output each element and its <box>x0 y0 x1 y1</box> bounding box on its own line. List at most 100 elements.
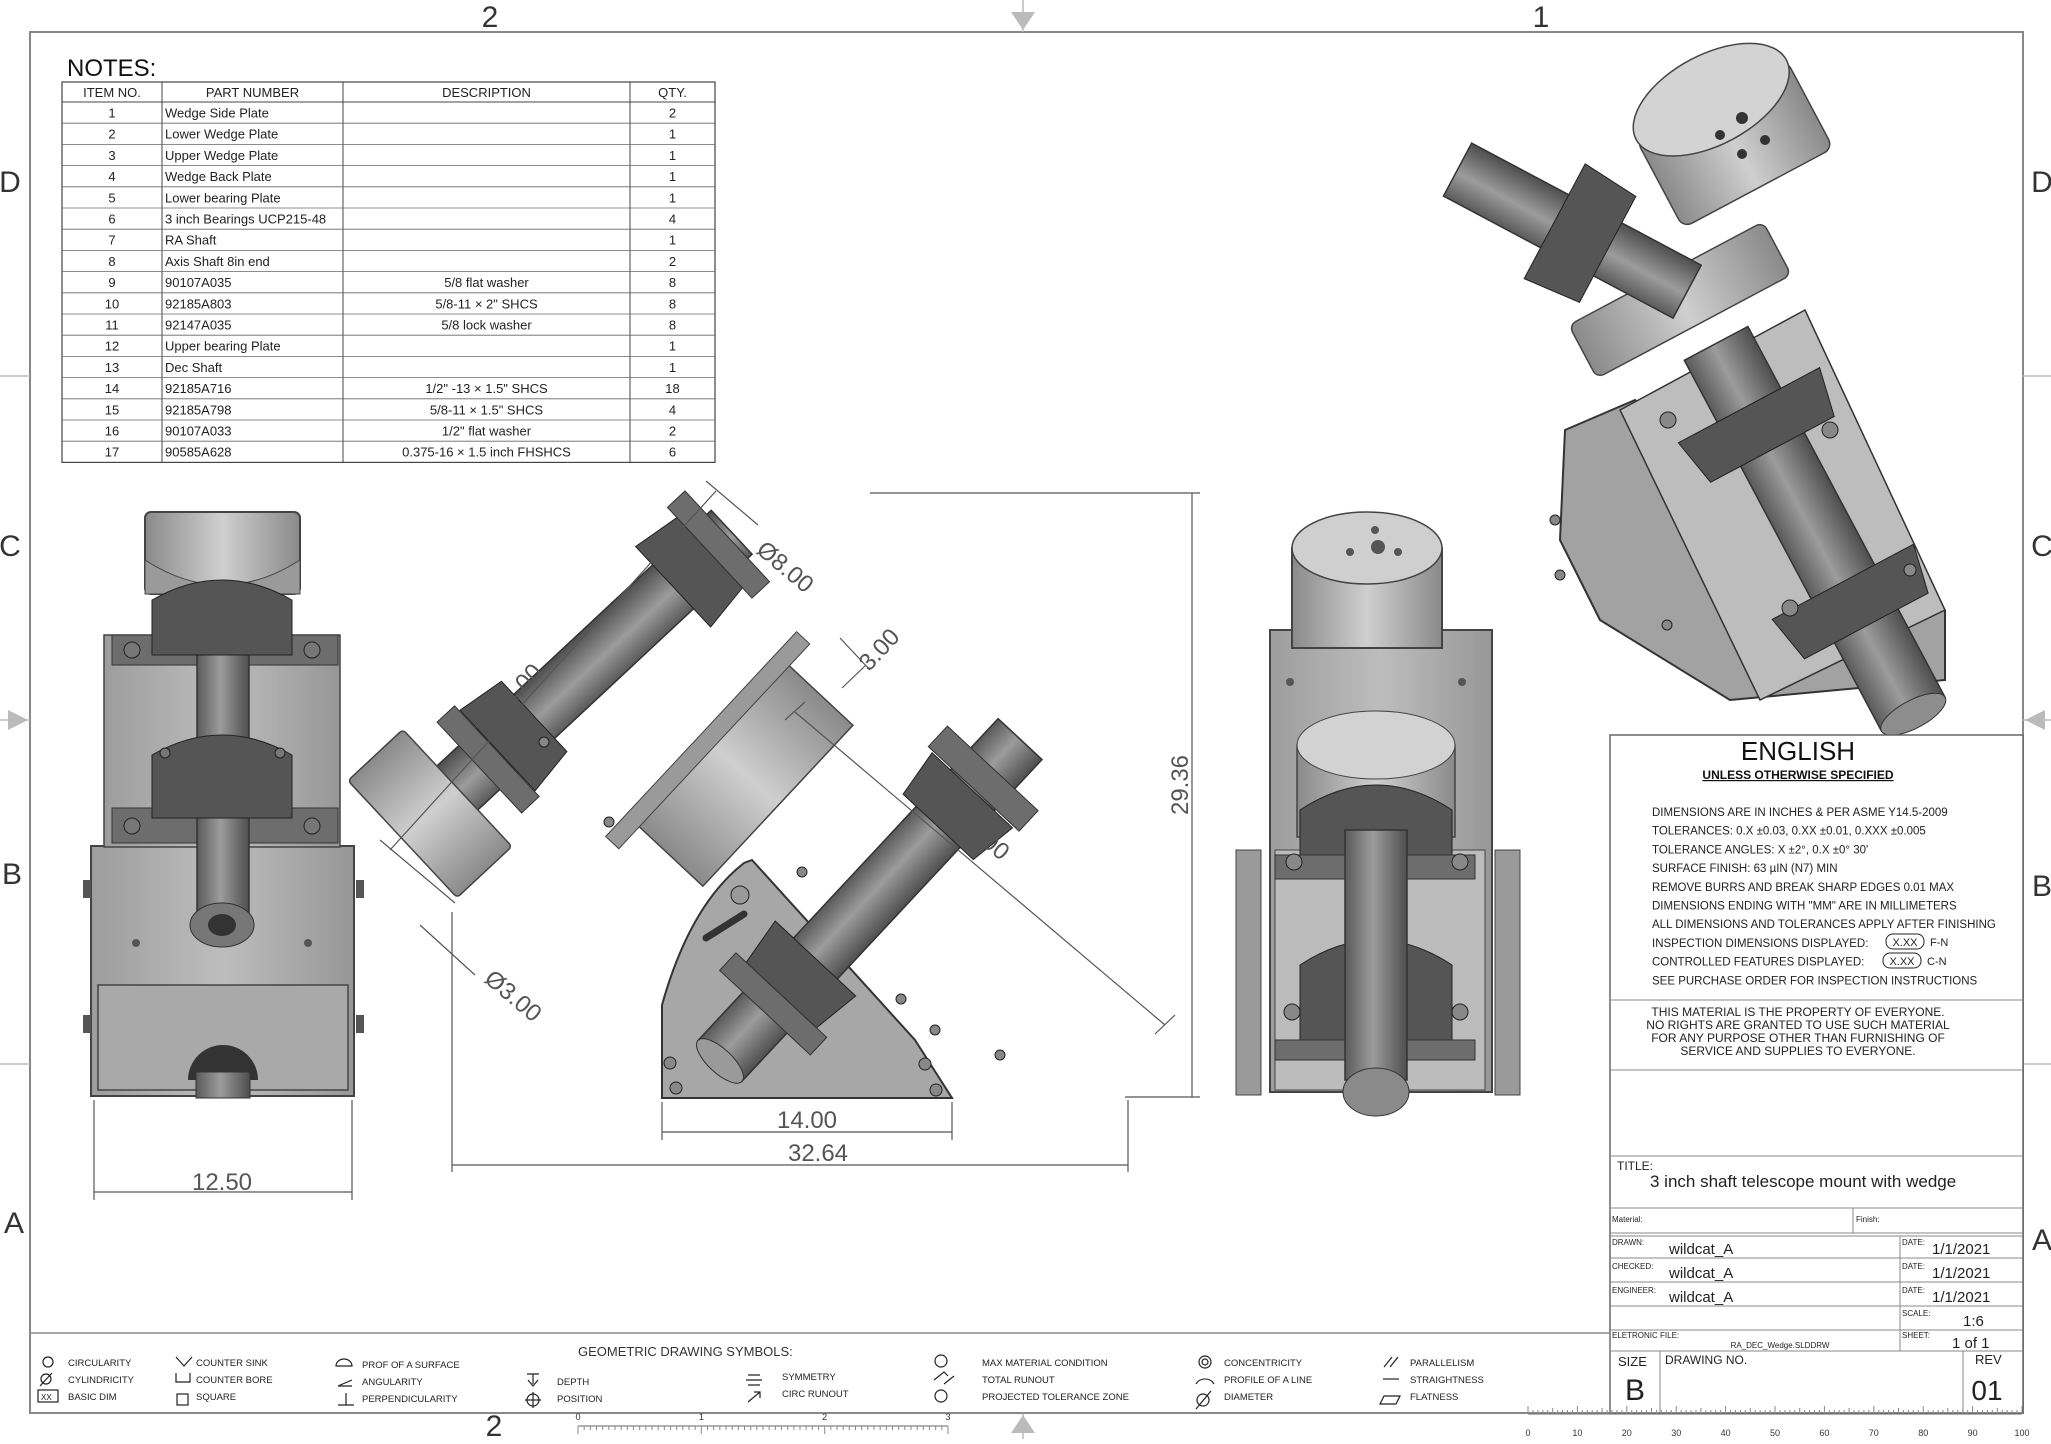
bom-qty: 8 <box>669 275 676 290</box>
dim-dia-3-00: Ø3.00 <box>479 965 546 1028</box>
bom-part-number: Wedge Side Plate <box>165 106 269 121</box>
inspection-badge-text: X.XX <box>1892 937 1918 949</box>
bom-item-no: 7 <box>108 233 115 248</box>
drawn-by: wildcat_A <box>1668 1241 1733 1258</box>
symbol-label: STRAIGHTNESS <box>1410 1375 1484 1386</box>
unless-label: UNLESS OTHERWISE SPECIFIED <box>1702 768 1893 782</box>
zone-left-c: C <box>0 530 21 563</box>
isometric-view <box>1442 42 1947 736</box>
bom-part-number: Axis Shaft 8in end <box>165 254 270 269</box>
bom-qty: 1 <box>669 339 676 354</box>
spec-line: SURFACE FINISH: 63 µIN (N7) MIN <box>1652 863 1838 875</box>
bom-part-number: 90107A033 <box>165 424 232 439</box>
spec-line: REMOVE BURRS AND BREAK SHARP EDGES 0.01 … <box>1652 882 1954 894</box>
spec-line: SEE PURCHASE ORDER FOR INSPECTION INSTRU… <box>1652 975 1978 987</box>
sheet-label: SHEET: <box>1902 1331 1930 1340</box>
controlled-badge: X.XX C-N <box>1882 952 1947 969</box>
bom-part-number: Upper bearing Plate <box>165 339 281 354</box>
bom-qty: 1 <box>669 233 676 248</box>
bom-item-no: 15 <box>105 402 119 417</box>
bom-part-number: 92185A803 <box>165 296 232 311</box>
bom-part-number: 92147A035 <box>165 318 232 333</box>
checked-by: wildcat_A <box>1668 1265 1733 1282</box>
zone-right-c: C <box>2031 530 2051 563</box>
dim-3-00-length: 3.00 <box>854 624 906 677</box>
front-view <box>83 511 364 1099</box>
file-label: ELETRONIC FILE: <box>1612 1331 1679 1340</box>
symbol-label: CIRCULARITY <box>68 1358 132 1369</box>
bom-qty: 1 <box>669 190 676 205</box>
back-view <box>1235 511 1521 1117</box>
basic-dim-box: XX <box>41 1393 52 1402</box>
inspection-badge: X.XX F-N <box>1885 933 1948 950</box>
symbol-label: ANGULARITY <box>362 1377 423 1388</box>
title-label: TITLE: <box>1617 1159 1653 1173</box>
bom-item-no: 11 <box>105 318 119 333</box>
scale-large-label: 60 <box>1819 1428 1829 1438</box>
bom-qty: 8 <box>669 296 676 311</box>
scale-large-label: 0 <box>1525 1428 1530 1438</box>
bom-description: 5/8 flat washer <box>444 275 529 290</box>
symbol-label: SYMMETRY <box>782 1372 836 1383</box>
spec-line: TOLERANCES: 0.X ±0.03, 0.XX ±0.01, 0.XXX… <box>1652 826 1926 838</box>
zone-right-a: A <box>2032 1224 2051 1257</box>
spec-line: ALL DIMENSIONS AND TOLERANCES APPLY AFTE… <box>1652 919 1996 931</box>
file-name: RA_DEC_Wedge.SLDDRW <box>1731 1341 1830 1350</box>
scale-small-label: 0 <box>575 1412 580 1422</box>
bom-item-no: 3 <box>108 148 115 163</box>
standard-label: ENGLISH <box>1741 736 1855 766</box>
rev-value: 01 <box>1971 1375 2002 1406</box>
bom-qty: 4 <box>669 402 676 417</box>
controlled-badge-text: X.XX <box>1889 956 1915 968</box>
bom-item-no: 16 <box>105 424 119 439</box>
property-line: FOR ANY PURPOSE OTHER THAN FURNISHING OF <box>1651 1031 1945 1045</box>
dim-29-36: 29.36 <box>1167 755 1194 815</box>
bom-part-number: Dec Shaft <box>165 360 222 375</box>
zone-right-b: B <box>2032 870 2051 903</box>
scale-large-label: 90 <box>1968 1428 1978 1438</box>
bom-part-number: 92185A716 <box>165 381 232 396</box>
zone-bottom-2: 2 <box>486 1410 503 1439</box>
bom-header: ITEM NO. <box>83 85 141 100</box>
bom-item-no: 8 <box>108 254 115 269</box>
bom-part-number: Upper Wedge Plate <box>165 148 278 163</box>
bom-qty: 6 <box>669 445 676 460</box>
symbol-label: PROJECTED TOLERANCE ZONE <box>982 1392 1129 1403</box>
bom-part-number: 92185A798 <box>165 402 232 417</box>
bom-item-no: 2 <box>108 127 115 142</box>
property-line: THIS MATERIAL IS THE PROPERTY OF EVERYON… <box>1651 1005 1944 1019</box>
engineer-name: wildcat_A <box>1668 1289 1733 1306</box>
symbol-label: BASIC DIM <box>68 1392 117 1403</box>
symbol-label: CIRC RUNOUT <box>782 1389 849 1400</box>
bom-qty: 2 <box>669 254 676 269</box>
symbol-label: COUNTER SINK <box>196 1358 268 1369</box>
scale-large-label: 70 <box>1869 1428 1879 1438</box>
zone-top-1: 1 <box>1533 1 1550 34</box>
scale-small-label: 2 <box>822 1412 827 1422</box>
bom-item-no: 6 <box>108 212 115 227</box>
spec-line: TOLERANCE ANGLES: X ±2°, 0.X ±0° 30' <box>1652 844 1868 856</box>
bom-description: 1/2" -13 × 1.5" SHCS <box>425 381 548 396</box>
bom-part-number: Wedge Back Plate <box>165 169 272 184</box>
size-label: SIZE <box>1618 1354 1647 1369</box>
zone-top-2: 2 <box>482 1 499 34</box>
symbol-label: PROFILE OF A LINE <box>1224 1375 1312 1386</box>
bom-qty: 1 <box>669 169 676 184</box>
inspection-code: F-N <box>1930 937 1948 949</box>
symbols-heading: GEOMETRIC DRAWING SYMBOLS: <box>578 1344 793 1359</box>
finish-label: Finish: <box>1856 1215 1880 1224</box>
bom-qty: 1 <box>669 127 676 142</box>
